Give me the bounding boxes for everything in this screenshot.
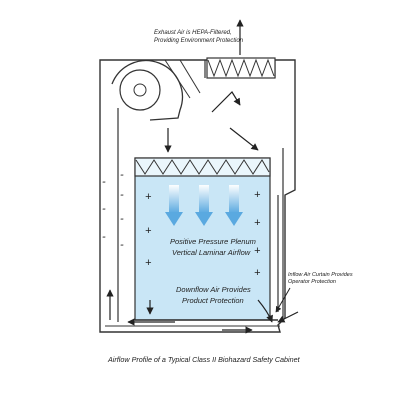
laminar-flow-arrow-3 <box>225 185 243 226</box>
inflow-label-line2: Operator Protection <box>288 279 336 285</box>
supply-filter-pleats <box>135 159 270 175</box>
positive-pressure-symbol: + <box>254 189 261 201</box>
recirc-arrow-right <box>229 127 259 151</box>
downflow-label-line2: Product Protection <box>182 296 244 305</box>
inflow-air-arrow <box>277 311 299 323</box>
positive-pressure-symbol: + <box>145 257 152 269</box>
laminar-flow-arrow-1 <box>165 185 183 226</box>
blower-to-exhaust-arrow <box>211 91 241 113</box>
negative-pressure-symbol: - <box>120 239 124 251</box>
exhaust-label-line1: Exhaust Air is HEPA-Filtered, <box>154 30 232 36</box>
inflow-label-arrow <box>275 287 291 313</box>
negative-pressure-symbol: - <box>120 213 124 225</box>
downflow-label-line1: Downflow Air Provides <box>176 285 251 294</box>
negative-pressure-symbol: - <box>120 189 124 201</box>
inflow-label-line1: Inflow Air Curtain Provides <box>288 272 353 278</box>
downflow-right-arrow <box>257 299 273 323</box>
positive-pressure-symbol: + <box>145 225 152 237</box>
laminar-flow-arrow-2 <box>195 185 213 226</box>
positive-pressure-symbol: + <box>254 217 261 229</box>
plenum-label-line2: Vertical Laminar Airflow <box>172 248 251 257</box>
negative-pressure-symbol: - <box>102 176 106 188</box>
exhaust-filter-pleats <box>207 58 275 78</box>
positive-pressure-symbol: + <box>145 191 152 203</box>
negative-pressure-symbol: - <box>102 203 106 215</box>
negative-pressure-symbol: - <box>120 169 124 181</box>
diagram-caption: Airflow Profile of a Typical Class II Bi… <box>107 355 301 364</box>
positive-pressure-symbol: + <box>254 245 261 257</box>
blower-fan <box>111 59 201 121</box>
positive-pressure-symbol: + <box>254 267 261 279</box>
negative-pressure-symbol: - <box>102 231 106 243</box>
exhaust-label-line2: Providing Environment Protection <box>154 38 244 44</box>
plenum-label-line1: Positive Pressure Plenum <box>170 237 256 246</box>
supply-hepa-filter <box>134 157 271 177</box>
